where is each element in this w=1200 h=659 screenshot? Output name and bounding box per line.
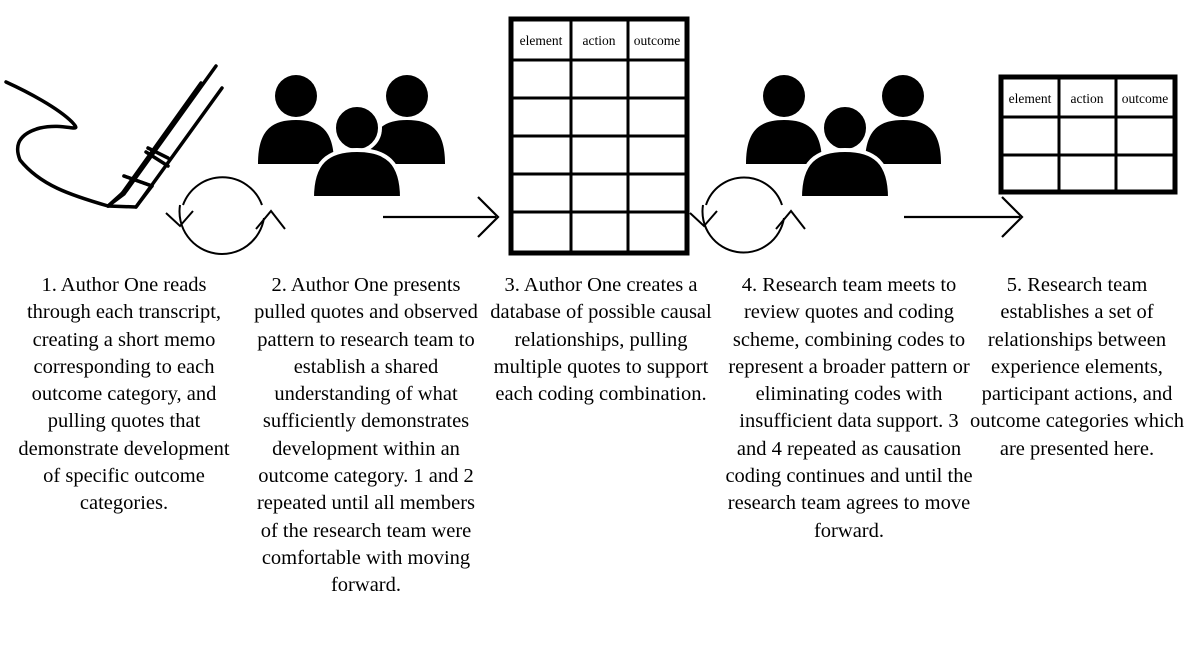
cycle-icon: [689, 176, 806, 254]
table-header-cell: action: [583, 33, 616, 48]
step-2-description: 2. Author One presents pulled quotes and…: [254, 274, 478, 597]
cycle-icon: [165, 176, 286, 255]
people-icon: [746, 75, 941, 200]
step-4-description: 4. Research team meets to review quotes …: [725, 274, 973, 542]
table-header-cell: element: [1009, 91, 1052, 106]
table-header-cell: outcome: [1122, 91, 1169, 106]
table-header-cell: outcome: [634, 33, 681, 48]
pen-icon: [4, 64, 224, 209]
table-header-cell: action: [1071, 91, 1104, 106]
relationship-table-icon: [998, 74, 1178, 195]
people-icon: [258, 75, 445, 200]
table-header-cell: element: [520, 33, 563, 48]
arrow-right-icon: [383, 196, 500, 238]
step-5-description: 5. Research team establishes a set of re…: [969, 274, 1185, 460]
database-table-icon: [508, 16, 690, 256]
step-3-description: 3. Author One creates a database of poss…: [490, 274, 712, 406]
step-1-description: 1. Author One reads through each transcr…: [18, 274, 230, 515]
arrow-right-icon: [904, 196, 1024, 238]
